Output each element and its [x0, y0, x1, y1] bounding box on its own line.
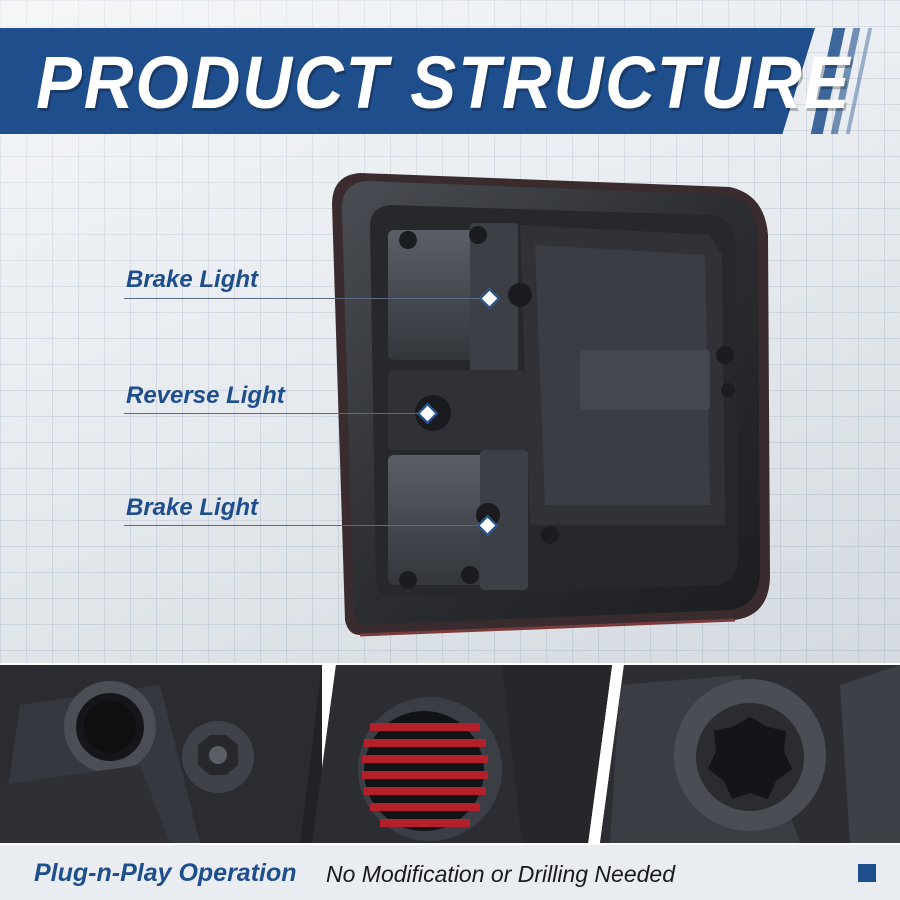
detail-photo-bulb-socket — [600, 665, 900, 843]
callout-label-brake-light-top: Brake Light — [126, 266, 259, 293]
callout-line-reverse-light — [124, 413, 426, 414]
header-banner — [0, 28, 815, 134]
callout-label-brake-light-bottom: Brake Light — [126, 494, 259, 521]
callout-line-brake-light-top — [124, 298, 488, 299]
callout-line-brake-light-bottom — [124, 525, 486, 526]
footer-text: No Modification or Drilling Needed — [326, 861, 675, 887]
footer-highlight: Plug-n-Play Operation — [34, 859, 297, 887]
callout-label-reverse-light: Reverse Light — [126, 382, 285, 409]
tail-light-housing-illustration — [332, 173, 770, 637]
square-bullet-icon — [858, 864, 876, 882]
detail-photo-red-lens — [312, 665, 612, 843]
detail-photo-mounting-stud — [0, 665, 322, 843]
page-title: PRODUCT STRUCTURE — [36, 41, 852, 124]
